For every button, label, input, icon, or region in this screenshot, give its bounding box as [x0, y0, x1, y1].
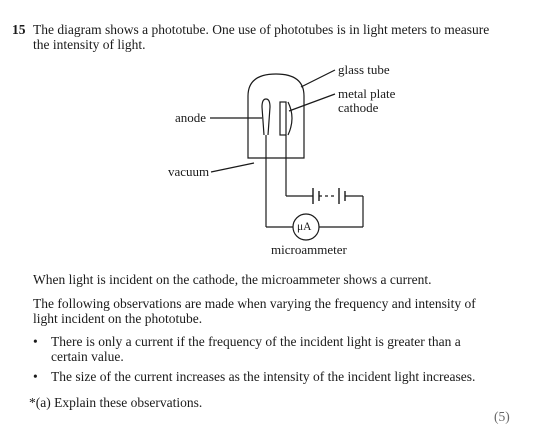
bullet-dot: • — [33, 334, 38, 349]
question-number: 15 — [12, 22, 26, 37]
cathode-plate — [279, 101, 287, 136]
label-cathode: cathode — [338, 100, 379, 115]
microammeter-circle — [292, 213, 320, 241]
label-glass-tube: glass tube — [338, 62, 390, 77]
anode-element — [261, 98, 271, 136]
paragraph-current: When light is incident on the cathode, t… — [33, 272, 432, 287]
label-metal-plate: metal plate — [338, 86, 396, 101]
glass-tube-outline — [247, 73, 305, 159]
metal-plate-leader — [288, 93, 336, 112]
cathode-curve — [287, 101, 293, 136]
phototube-diagram — [210, 69, 364, 241]
part-a-prompt: *(a) Explain these observations. — [29, 395, 203, 410]
paragraph-observations: The following observations are made when… — [33, 296, 476, 326]
bullet-text: There is only a current if the frequency… — [51, 334, 461, 364]
label-vacuum: vacuum — [168, 164, 210, 179]
label-meter-symbol: μA — [297, 221, 312, 233]
part-a-marks: (5) — [494, 409, 510, 424]
question-intro: The diagram shows a phototube. One use o… — [33, 22, 490, 52]
label-microammeter: microammeter — [271, 242, 347, 257]
vacuum-leader — [210, 162, 255, 173]
label-anode: anode — [175, 110, 207, 125]
bullet-dot: • — [33, 369, 38, 384]
bullet-text: The size of the current increases as the… — [51, 369, 476, 384]
glass-tube-leader — [300, 69, 336, 88]
